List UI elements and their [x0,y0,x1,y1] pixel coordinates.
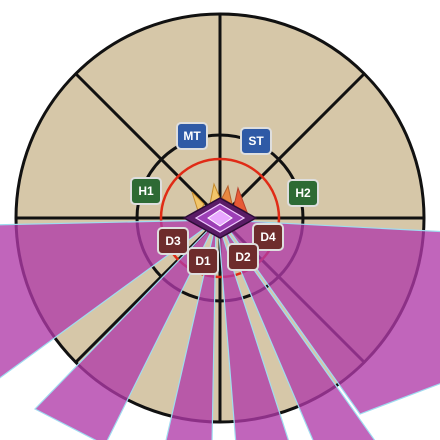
party-markers: MT ST H1 H2 D3 D4 [130,122,319,275]
boss-crown-icon [191,182,248,216]
marker-h1[interactable]: H1 [130,177,162,205]
aoe-cone [217,221,290,440]
boss-target-circle [159,157,281,279]
marker-d2[interactable]: D2 [227,243,259,271]
aoe-cone [34,221,217,440]
marker-label-d1: D1 [195,254,211,268]
boss[interactable] [182,182,258,239]
marker-label-d2: D2 [235,250,251,264]
marker-label-st: ST [248,134,264,148]
marker-label-h1: H1 [138,184,154,198]
marker-mt[interactable]: MT [176,122,208,150]
marker-d4[interactable]: D4 [252,223,284,251]
marker-label-d3: D3 [165,234,181,248]
aoe-cone [220,219,440,415]
aoe-cones [0,219,440,440]
marker-label-d4: D4 [260,230,276,244]
aoe-cone [165,221,217,440]
marker-label-h2: H2 [295,186,311,200]
marker-st[interactable]: ST [240,127,272,155]
aoe-cone [219,221,376,440]
marker-label-mt: MT [183,129,201,143]
marker-d1[interactable]: D1 [187,247,219,275]
marker-h2[interactable]: H2 [287,179,319,207]
purple-diamond-icon [182,197,258,239]
marker-d3[interactable]: D3 [157,227,189,255]
aoe-cone [0,219,218,379]
